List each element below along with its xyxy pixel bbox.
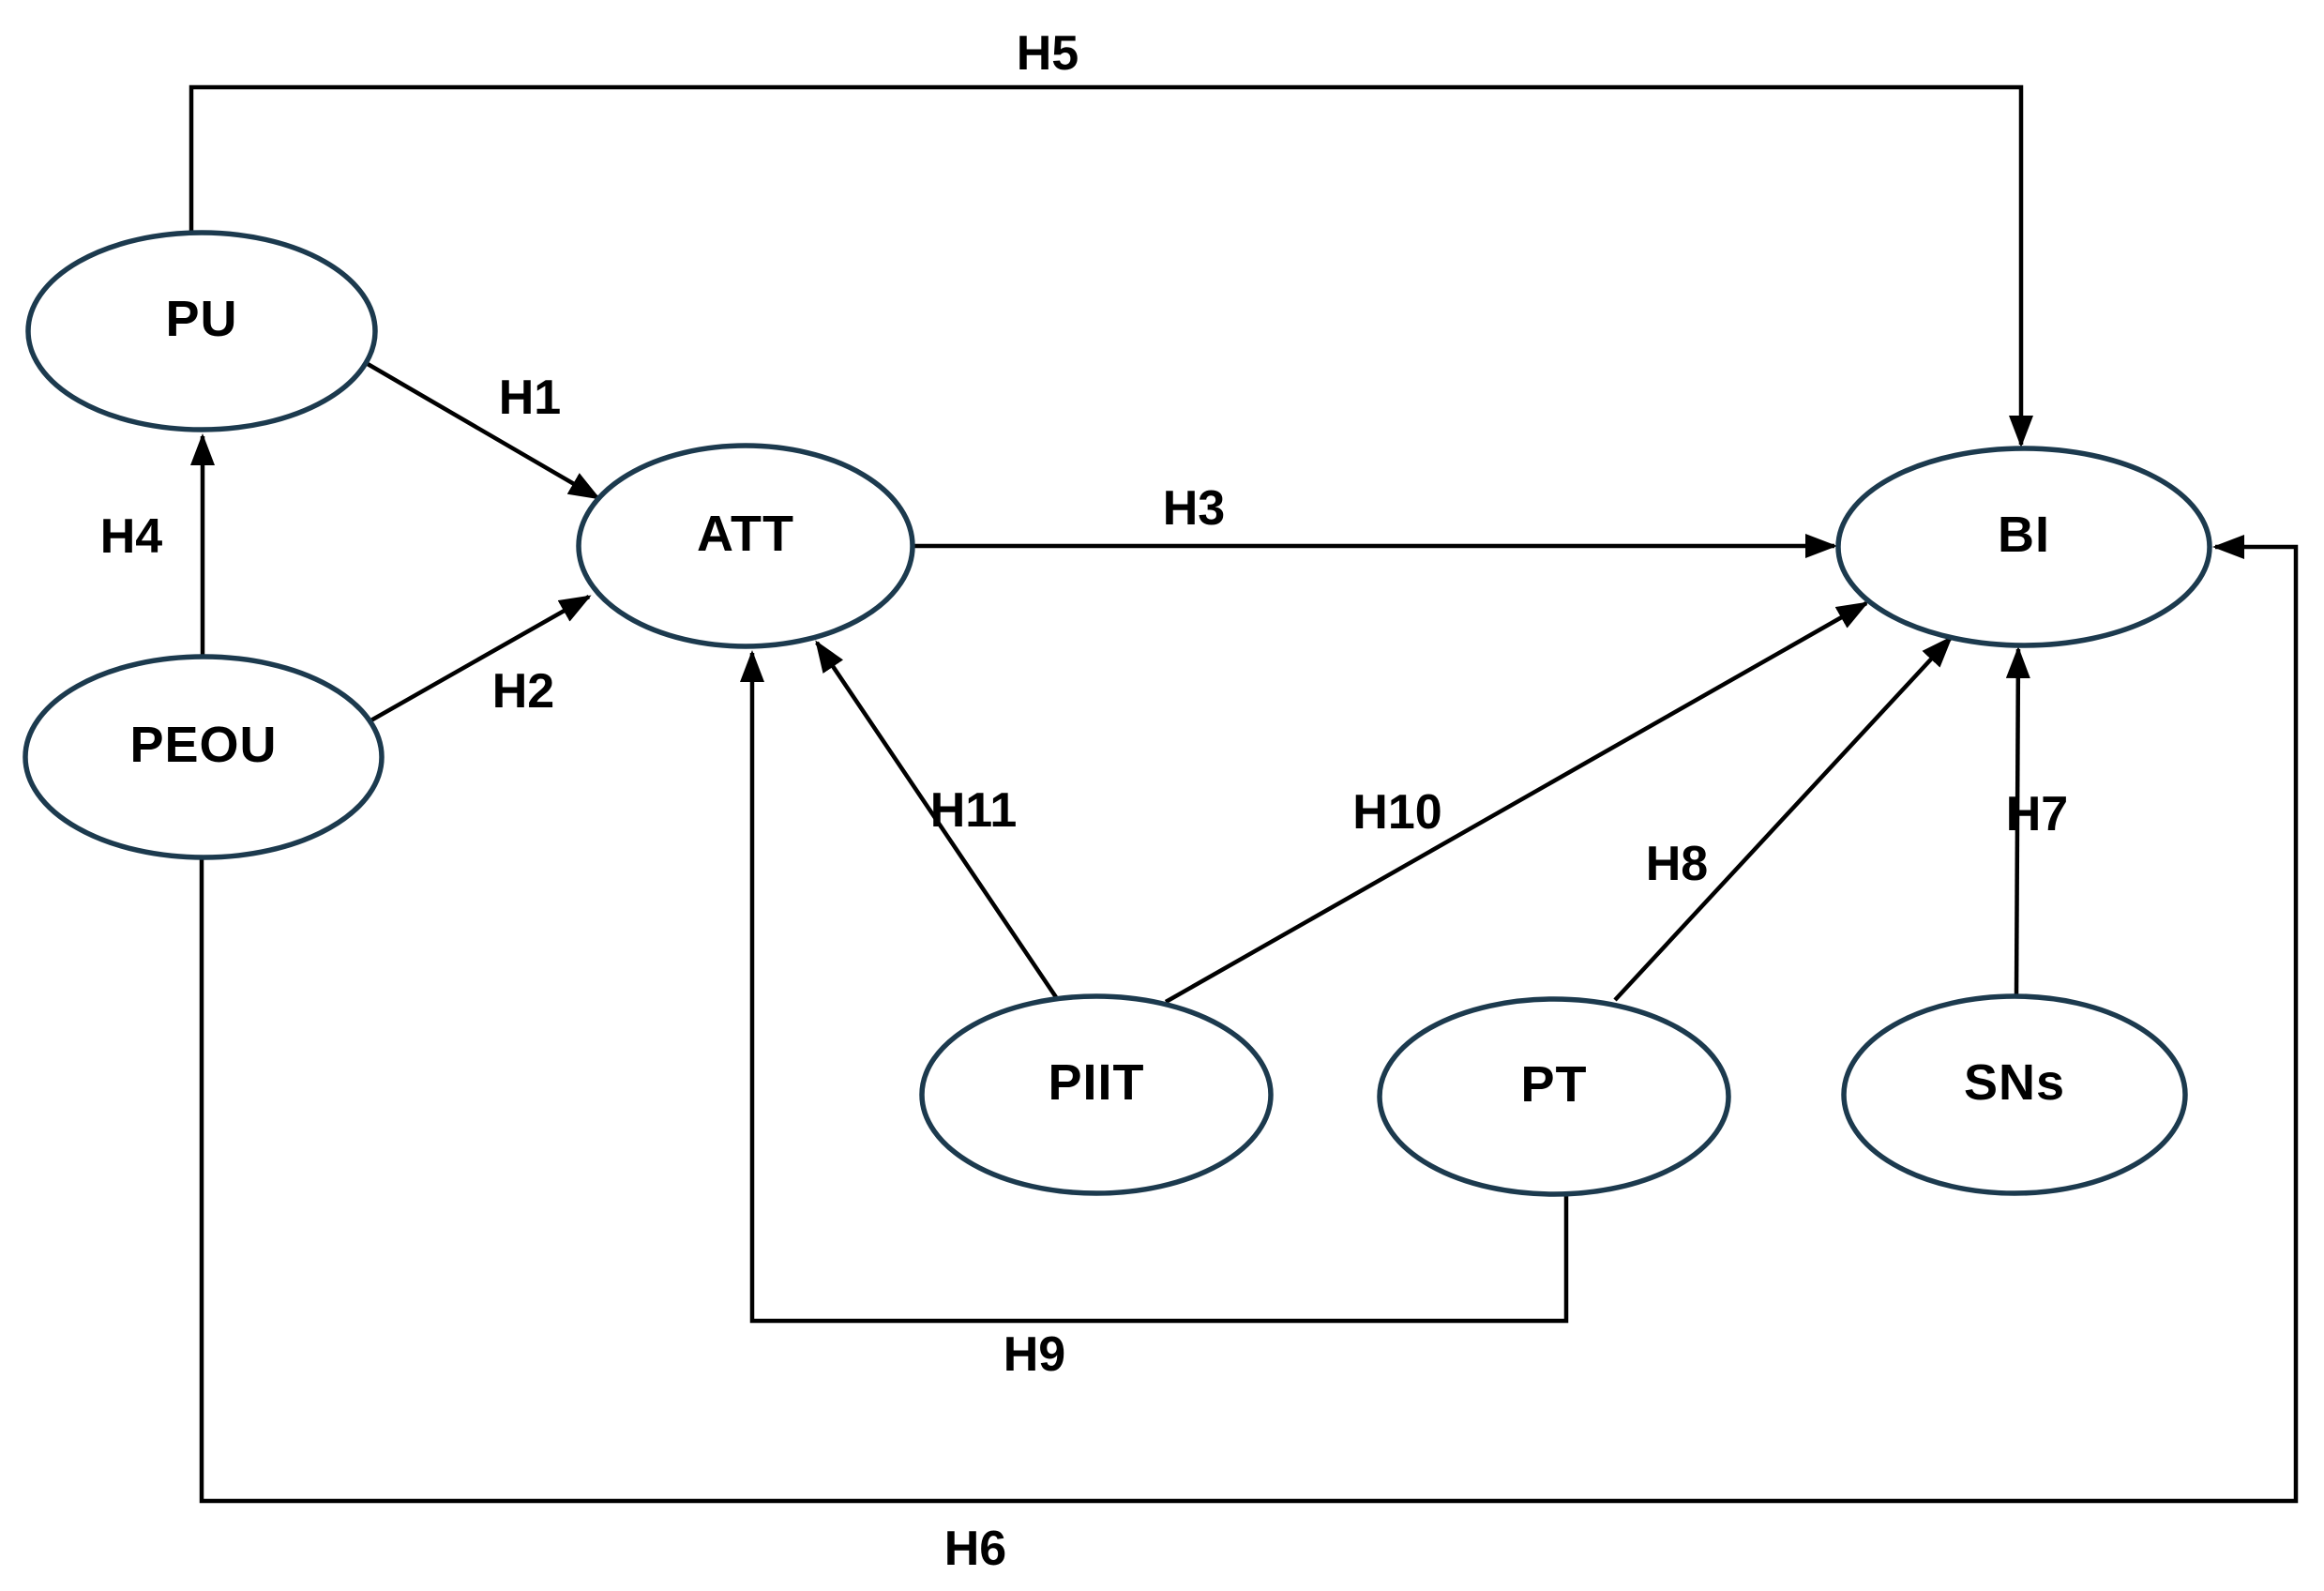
node-PT: PT xyxy=(1377,996,1731,1197)
node-PEOU: PEOU xyxy=(23,654,385,860)
node-PIIT: PIIT xyxy=(919,993,1274,1196)
edge-H10-arrow xyxy=(1164,601,1869,1004)
edge-label-H1: H1 xyxy=(499,371,561,425)
node-BI-ellipse xyxy=(1835,446,2212,648)
edge-H1-arrow xyxy=(366,362,601,500)
edge-label-H2: H2 xyxy=(492,664,554,719)
edge-H9-arrow xyxy=(740,650,1569,1324)
node-PIIT-ellipse xyxy=(919,993,1274,1196)
node-ATT-ellipse xyxy=(576,443,915,649)
edge-label-H5: H5 xyxy=(1017,26,1079,81)
edge-H7-arrow xyxy=(2005,646,2030,997)
node-BI-label: BI xyxy=(1998,507,2050,563)
edge-H5-arrow xyxy=(189,84,2033,447)
node-PT-ellipse xyxy=(1377,996,1731,1197)
node-BI: BI xyxy=(1835,446,2212,648)
edge-label-H3: H3 xyxy=(1163,481,1225,536)
node-PU: PU xyxy=(25,230,378,432)
edge-label-H4: H4 xyxy=(100,509,163,564)
node-SNs: SNs xyxy=(1841,993,2188,1196)
nodes-layer: PU PEOU ATT BI PIIT PT SNs xyxy=(23,230,2212,1197)
node-PIIT-label: PIIT xyxy=(1048,1054,1144,1111)
edge-label-H11: H11 xyxy=(930,783,1018,838)
edge-label-H6: H6 xyxy=(944,1522,1006,1576)
node-PU-label: PU xyxy=(165,291,237,347)
edge-H11-arrow xyxy=(815,640,1058,999)
node-PT-label: PT xyxy=(1520,1056,1587,1113)
node-SNs-ellipse xyxy=(1841,993,2188,1196)
edge-H2-arrow xyxy=(366,595,592,724)
edges-layer xyxy=(189,84,2299,1504)
edge-label-H8: H8 xyxy=(1646,837,1708,891)
edge-H6-arrow xyxy=(199,535,2299,1504)
edge-label-H9: H9 xyxy=(1004,1327,1065,1382)
node-SNs-label: SNs xyxy=(1964,1054,2065,1111)
node-PEOU-label: PEOU xyxy=(129,717,277,773)
edge-label-H7: H7 xyxy=(2006,787,2068,841)
node-ATT: ATT xyxy=(576,443,915,649)
edge-label-H10: H10 xyxy=(1352,785,1441,840)
node-PU-ellipse xyxy=(25,230,378,432)
edge-H8-arrow xyxy=(1613,635,1954,1002)
node-PEOU-ellipse xyxy=(23,654,385,860)
node-ATT-label: ATT xyxy=(697,506,794,562)
